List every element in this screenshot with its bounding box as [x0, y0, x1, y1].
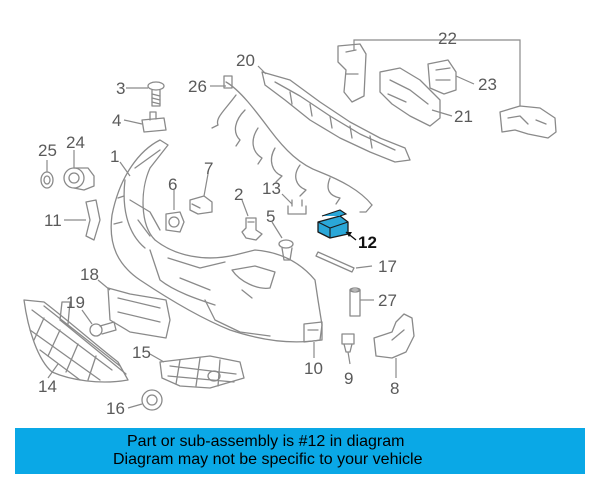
callout-6: 6	[168, 175, 177, 194]
part-15-grille-insert	[159, 355, 245, 389]
leader-23	[455, 75, 475, 85]
callout-18: 18	[80, 265, 99, 284]
leader-16	[127, 403, 143, 409]
callout-19: 19	[66, 293, 85, 312]
part-11-bracket	[85, 199, 101, 241]
leader-21	[431, 109, 453, 117]
callout-22: 22	[438, 29, 457, 48]
leader-19	[81, 309, 93, 325]
part-26-wiring-harness	[211, 75, 373, 213]
leader-18	[97, 279, 111, 291]
info-banner: Part or sub-assembly is #12 in diagram D…	[15, 428, 585, 474]
part-19-bolt	[89, 321, 117, 337]
leader-20	[257, 65, 267, 75]
part-9-bolt	[341, 333, 355, 353]
part-3-bolt	[147, 81, 165, 107]
callout-14: 14	[38, 377, 57, 396]
part-22-brackets	[337, 43, 557, 139]
callout-7: 7	[204, 159, 213, 178]
callout-15: 15	[132, 343, 151, 362]
callout-2: 2	[234, 185, 243, 204]
callout-12: 12	[358, 233, 377, 252]
part-5-clip	[278, 239, 294, 261]
callout-17: 17	[378, 257, 397, 276]
callout-13: 13	[262, 179, 281, 198]
leader-lines	[46, 39, 521, 409]
part-16-ring	[141, 389, 163, 411]
banner-line-part-number: Part or sub-assembly is #12 in diagram	[127, 433, 405, 450]
part-4-clip	[141, 111, 167, 133]
part-10-clip	[303, 321, 323, 343]
callout-9: 9	[344, 369, 353, 388]
callout-24: 24	[66, 133, 85, 152]
part-17-molding	[315, 251, 355, 273]
callout-20: 20	[236, 51, 255, 70]
callout-3: 3	[116, 79, 125, 98]
part-18-license-bracket	[107, 287, 171, 339]
callout-16: 16	[106, 399, 125, 418]
leader-22	[353, 39, 521, 106]
callout-21: 21	[454, 107, 473, 126]
callout-10: 10	[304, 359, 323, 378]
leader-5	[271, 221, 283, 239]
callout-26: 26	[188, 77, 207, 96]
part-1-bumper-cover	[110, 139, 323, 343]
part-23-bracket	[427, 59, 457, 95]
callout-4: 4	[112, 111, 121, 130]
leader-1	[119, 161, 131, 177]
part-8-bracket	[373, 313, 415, 359]
leader-13	[281, 193, 293, 205]
part-2-bolt	[241, 217, 263, 241]
part-14-lower-grille	[23, 299, 129, 383]
leader-9	[347, 351, 351, 365]
part-12-highlighted-bracket	[317, 209, 349, 239]
part-24-sensor	[63, 167, 95, 191]
leader-2	[241, 199, 249, 217]
callout-11: 11	[44, 211, 62, 230]
leader-4	[123, 119, 143, 125]
leader-14	[47, 363, 59, 379]
part-13-bracket	[287, 199, 307, 215]
banner-line-disclaimer: Diagram may not be specific to your vehi…	[113, 451, 423, 468]
part-21-bracket	[379, 67, 441, 127]
leader-17	[355, 265, 373, 269]
callout-labels: 1 2 3 4 5 6 7 8 9 10 11 12 13 14 15 16 1…	[38, 29, 497, 418]
part-27-sensor	[349, 287, 361, 317]
callout-25: 25	[38, 141, 57, 160]
callout-27: 27	[378, 291, 397, 310]
part-20-impact-absorber	[261, 71, 411, 163]
leader-15	[149, 353, 165, 363]
part-7-sensor	[189, 195, 213, 215]
callout-23: 23	[478, 75, 497, 94]
part-25-ring	[40, 171, 54, 189]
part-6-sensor-holder	[165, 211, 185, 233]
callout-5: 5	[266, 207, 275, 226]
callout-8: 8	[390, 379, 399, 398]
callout-1: 1	[110, 147, 119, 166]
parts-diagram: 1 2 3 4 5 6 7 8 9 10 11 12 13 14 15 16 1…	[23, 29, 557, 418]
leader-7	[203, 173, 209, 197]
